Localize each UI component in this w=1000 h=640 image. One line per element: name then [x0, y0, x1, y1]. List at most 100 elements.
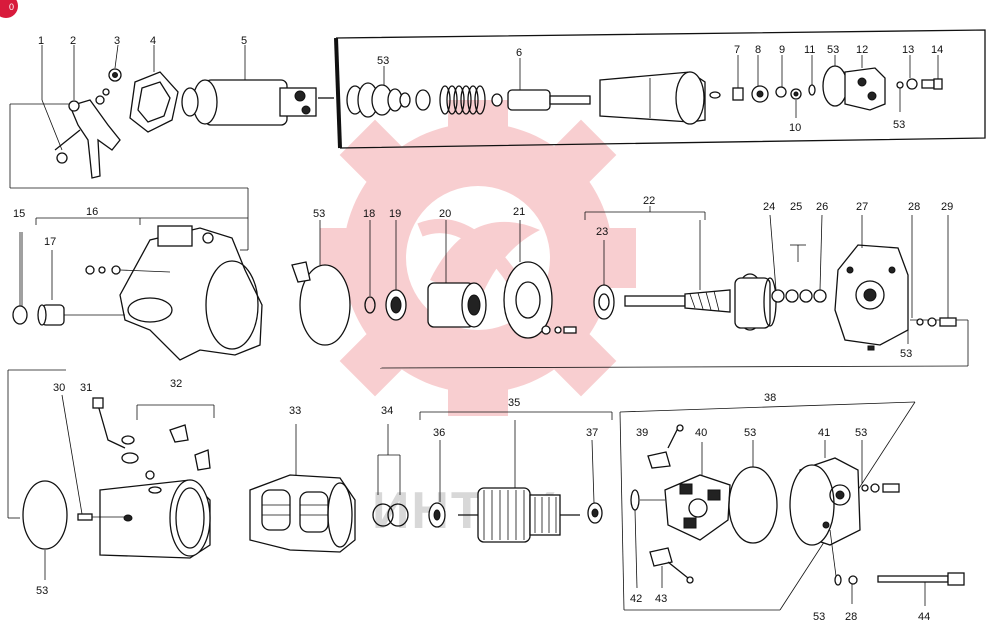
commutator-end-frame-41 [789, 440, 861, 577]
label-15: 15 [13, 208, 25, 220]
pinion-clutch-20 [427, 220, 487, 328]
label-30: 30 [53, 382, 65, 394]
label-53: 53 [893, 119, 905, 131]
label-1: 1 [38, 35, 44, 47]
label-53: 53 [36, 585, 48, 597]
nut-3 [108, 44, 122, 82]
label-23: 23 [596, 226, 608, 238]
brush-43 [649, 547, 694, 588]
intermediate-bearing-21 [503, 220, 577, 339]
label-22: 22 [643, 195, 655, 207]
label-24: 24 [763, 201, 775, 213]
label-42: 42 [630, 593, 642, 605]
bushing-17 [37, 304, 65, 326]
label-4: 4 [150, 35, 156, 47]
clip-18 [364, 220, 376, 314]
label-53: 53 [900, 348, 912, 360]
corner-badge-text: 0 [9, 2, 14, 12]
terminal-lead-31 [92, 397, 135, 449]
label-34: 34 [381, 405, 393, 417]
guide-lines-row1 [9, 103, 249, 250]
washers-24-26 [769, 214, 827, 303]
label-28: 28 [908, 201, 920, 213]
label-5: 5 [241, 35, 247, 47]
label-53: 53 [855, 427, 867, 439]
bolt-28-29 [907, 215, 957, 344]
label-36: 36 [433, 427, 445, 439]
oring-53-row3 [22, 480, 68, 580]
label-16: 16 [86, 206, 98, 218]
solenoid-cap-12 [822, 55, 886, 111]
terminal-parts-32 [121, 424, 211, 480]
corner-badge: 0 [0, 0, 18, 18]
brush-holder-40 [640, 442, 731, 541]
label-18: 18 [363, 208, 375, 220]
label-53: 53 [744, 427, 756, 439]
label-26: 26 [816, 201, 828, 213]
label-33: 33 [289, 405, 301, 417]
spring-and-plunger-6 [415, 58, 591, 115]
gasket-53-brush [728, 440, 778, 544]
label-6: 6 [516, 47, 522, 59]
label-13: 13 [902, 44, 914, 56]
label-39: 39 [636, 427, 648, 439]
armature-35 [458, 420, 580, 543]
bearing-36 [428, 440, 446, 528]
label-29: 29 [941, 201, 953, 213]
label-14: 14 [931, 44, 943, 56]
label-43: 43 [655, 593, 667, 605]
label-40: 40 [695, 427, 707, 439]
label-32: 32 [170, 378, 182, 390]
part-labels: 1 2 3 4 5 53 6 7 8 9 11 53 12 13 14 10 5… [13, 35, 953, 623]
shift-lever [41, 45, 121, 179]
contact-parts-7-11 [709, 55, 816, 118]
label-37: 37 [586, 427, 598, 439]
yoke-housing [92, 479, 211, 559]
bearing-23 [593, 240, 615, 320]
spring-42 [630, 489, 640, 589]
end-frame-27 [834, 215, 909, 351]
label-53: 53 [827, 44, 839, 56]
label-41: 41 [818, 427, 830, 439]
boot-53 [346, 66, 411, 118]
screw-30 [61, 394, 93, 521]
planetary-shaft-22 [624, 273, 777, 331]
label-53: 53 [813, 611, 825, 623]
label-53: 53 [377, 55, 389, 67]
bearing-37 [587, 439, 603, 524]
brush-39 [647, 424, 684, 469]
label-27: 27 [856, 201, 868, 213]
label-25: 25 [790, 201, 802, 213]
gasket-53-row2 [291, 220, 351, 346]
label-2: 2 [70, 35, 76, 47]
guide-lines-row2 [21, 206, 969, 369]
label-35: 35 [508, 397, 520, 409]
solenoid-group-frame [334, 29, 986, 149]
label-31: 31 [80, 382, 92, 394]
label-12: 12 [856, 44, 868, 56]
label-9: 9 [779, 44, 785, 56]
bolt-53-28-44 [834, 440, 965, 606]
collar-19 [385, 220, 407, 321]
label-38: 38 [764, 392, 776, 404]
field-coil-33 [249, 424, 356, 553]
label-7: 7 [734, 44, 740, 56]
oring-15 [12, 232, 28, 325]
label-3: 3 [114, 35, 120, 47]
solenoid-switch [181, 45, 334, 126]
label-10: 10 [789, 122, 801, 134]
gasket-4 [129, 45, 179, 133]
screw-13-14 [896, 55, 943, 112]
label-53: 53 [313, 208, 325, 220]
label-20: 20 [439, 208, 451, 220]
label-8: 8 [755, 44, 761, 56]
label-17: 17 [44, 236, 56, 248]
label-21: 21 [513, 206, 525, 218]
label-44: 44 [918, 611, 930, 623]
washers-34 [372, 424, 409, 527]
solenoid-housing [599, 71, 706, 125]
drive-housing-16 [64, 225, 263, 361]
label-28: 28 [845, 611, 857, 623]
